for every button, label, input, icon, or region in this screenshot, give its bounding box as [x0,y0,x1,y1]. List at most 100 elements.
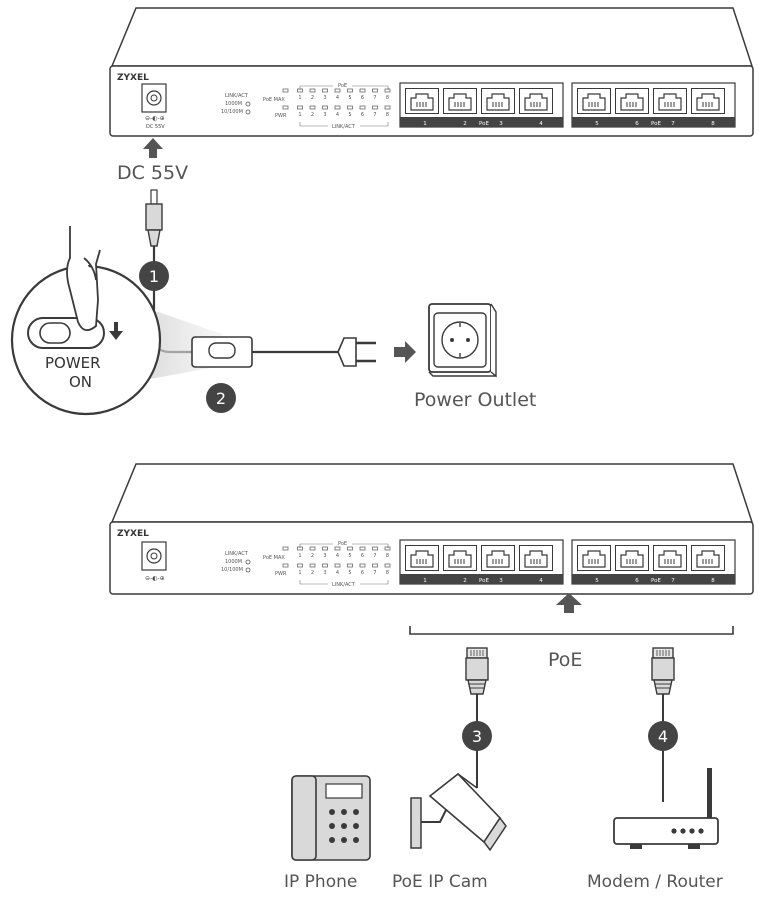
led-number-link-2: 2 [311,570,314,576]
dc-plug [145,189,163,247]
led-number-link-3: 3 [323,570,326,576]
port-group-poe-label-left: PoE [479,121,489,127]
led-number-link-1: 1 [298,112,301,118]
led-number-poe-2: 2 [311,553,314,559]
led-number-poe-7: 7 [373,95,376,101]
svg-text:2: 2 [216,389,226,408]
rj45-port-6[interactable] [615,545,649,571]
switch-top-brand: ZYXEL [117,73,149,83]
led-poe-6 [359,546,366,551]
port-number-4: 4 [539,578,543,584]
port-number-1: 1 [423,578,427,584]
led-poe-3 [322,88,328,93]
led-number-poe-8: 8 [386,95,389,101]
led-number-link-2: 2 [311,112,314,118]
led-number-poe-2: 2 [311,95,314,101]
led-group-link-top: LINK/ACT [332,124,356,130]
led-number-link-5: 5 [348,570,351,576]
device-label-ip-phone: IP Phone [284,872,358,892]
port-group-poe-label-left: PoE [479,578,489,584]
led-link-2 [309,105,316,110]
dc-symbol-bottom: ⊖-◐-⊕ [145,575,165,582]
led-left-1000-top: 1000M [225,101,242,107]
rj45-port-4[interactable] [519,545,553,571]
led-poe-1 [297,88,303,93]
led-poe-7 [372,546,378,551]
port-number-6: 6 [635,578,639,584]
led-link-6 [359,105,366,110]
ip-camera-icon [410,772,507,852]
led-number-link-3: 3 [323,112,326,118]
led-pwr-bottom: PWR [275,571,287,577]
svg-text:4: 4 [658,727,668,746]
rj45-port-4[interactable] [519,88,553,114]
switch-bottom-brand: ZYXEL [117,529,149,539]
led-poe-7 [372,88,378,93]
rj45-port-6[interactable] [615,88,649,114]
rj45-port-3[interactable] [481,545,515,571]
led-link-7 [372,563,378,568]
led-poe-4 [334,546,341,551]
down-arrow-icon [109,322,123,340]
rj45-port-1[interactable] [405,88,439,114]
led-number-link-7: 7 [373,570,376,576]
dc-jack-label-top: DC 55V [146,124,165,130]
led-number-link-7: 7 [373,112,376,118]
led-pwr-top: PWR [275,113,287,119]
rj45-port-8[interactable] [691,88,725,114]
led-number-poe-3: 3 [323,95,326,101]
rj45-port-3[interactable] [481,88,515,114]
rj45-port-1[interactable] [405,545,439,571]
rj45-port-2[interactable] [443,545,477,571]
port-number-1: 1 [423,121,427,127]
led-number-link-6: 6 [361,570,364,576]
led-poe-max-bottom: PoE MAX [263,555,285,561]
led-left-link-bottom: LINK/ACT [225,551,249,557]
led-left-1000-bottom: 1000M [225,559,242,565]
rj45-port-8[interactable] [691,545,725,571]
led-panel-top: LINK/ACT 1000M 10/100M PoE MAX PWR PoE L… [221,83,391,130]
rj45-port-2[interactable] [443,88,477,114]
led-link-8 [384,105,391,110]
rj45-port-7[interactable] [653,545,687,571]
step-badge-4: 4 [648,721,678,751]
led-poe-8 [384,546,391,551]
power-on-label-line1: POWER [45,354,101,372]
step-badge-2: 2 [206,383,236,413]
svg-text:3: 3 [472,727,482,746]
poe-label: PoE [548,649,583,671]
led-poe-2 [309,546,316,551]
led-link-1 [297,105,303,110]
rj45-port-5[interactable] [577,545,611,571]
port-group-poe-label-right: PoE [651,121,661,127]
rj45-port-7[interactable] [653,88,687,114]
led-group-poe-top: PoE [338,83,347,89]
rj45-plug-3 [465,647,489,706]
led-link-3 [322,105,328,110]
led-number-link-5: 5 [348,112,351,118]
led-number-link-4: 4 [336,570,339,576]
led-poe-5 [347,88,353,93]
poe-bracket [409,626,734,635]
led-link-4 [334,563,341,568]
led-number-poe-6: 6 [361,553,364,559]
led-link-7 [372,105,378,110]
led-link-8 [384,563,391,568]
dc-jack-bottom: ⊖-◐-⊕ [141,541,167,582]
rj45-port-5[interactable] [577,88,611,114]
step-badge-3: 3 [462,721,492,751]
device-label-ip-cam: PoE IP Cam [392,872,488,892]
led-link-4 [334,105,341,110]
power-outlet-icon [428,303,497,378]
led-link-5 [347,105,353,110]
port-bar-right [572,574,735,584]
led-poe-max-top: PoE MAX [263,97,285,103]
led-link-3 [322,563,328,568]
led-poe-3 [322,546,328,551]
switch-top: ZYXEL ⊖-◐-⊕ DC 55V LINK/ACT 1000M 10/100… [109,7,754,137]
led-poe-5 [347,546,353,551]
poe-up-arrow [556,593,582,613]
